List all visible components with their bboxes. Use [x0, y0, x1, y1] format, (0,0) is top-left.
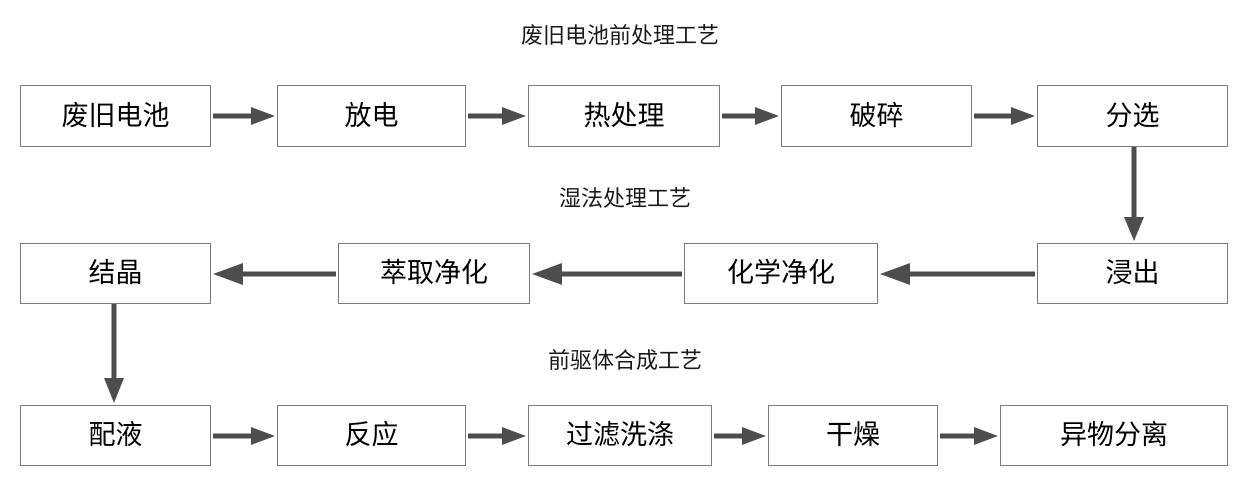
- node-heat-treatment[interactable]: 热处理: [528, 85, 720, 147]
- node-foreign-matter-separation[interactable]: 异物分离: [1000, 405, 1228, 466]
- node-chemical-purification[interactable]: 化学净化: [684, 243, 878, 304]
- node-waste-battery[interactable]: 废旧电池: [20, 85, 211, 147]
- arrow-reaction-to-filtration-washing: [466, 424, 528, 448]
- node-leaching[interactable]: 浸出: [1037, 243, 1228, 304]
- arrow-crushing-to-sorting: [972, 104, 1037, 128]
- node-filtration-washing[interactable]: 过滤洗涤: [528, 405, 712, 466]
- node-crystallization[interactable]: 结晶: [20, 243, 211, 304]
- arrow-drying-to-foreign-matter-separation: [938, 424, 1000, 448]
- node-extraction-purification[interactable]: 萃取净化: [338, 243, 530, 304]
- arrow-heat-treatment-to-crushing: [720, 104, 781, 128]
- arrow-solution-preparation-to-reaction: [211, 424, 277, 448]
- section-title-precursor-synthesis: 前驱体合成工艺: [547, 348, 702, 373]
- arrow-leaching-to-chemical: [878, 261, 1037, 287]
- arrow-discharge-to-heat-treatment: [466, 104, 528, 128]
- section-title-pretreatment: 废旧电池前处理工艺: [520, 23, 719, 48]
- arrow-filtration-washing-to-drying: [712, 424, 768, 448]
- arrow-crystallization-to-solution-preparation: [100, 304, 128, 405]
- node-crushing[interactable]: 破碎: [781, 85, 972, 147]
- arrow-waste-battery-to-discharge: [211, 104, 277, 128]
- node-drying[interactable]: 干燥: [768, 405, 938, 466]
- arrow-extraction-to-crystallization: [211, 261, 338, 287]
- section-title-hydrometallurgy: 湿法处理工艺: [558, 186, 691, 211]
- node-reaction[interactable]: 反应: [277, 405, 466, 466]
- arrow-sorting-to-leaching: [1120, 147, 1148, 243]
- node-solution-preparation[interactable]: 配液: [20, 405, 211, 466]
- node-discharge[interactable]: 放电: [277, 85, 466, 147]
- arrow-chemical-to-extraction: [530, 261, 684, 287]
- node-sorting[interactable]: 分选: [1037, 85, 1228, 147]
